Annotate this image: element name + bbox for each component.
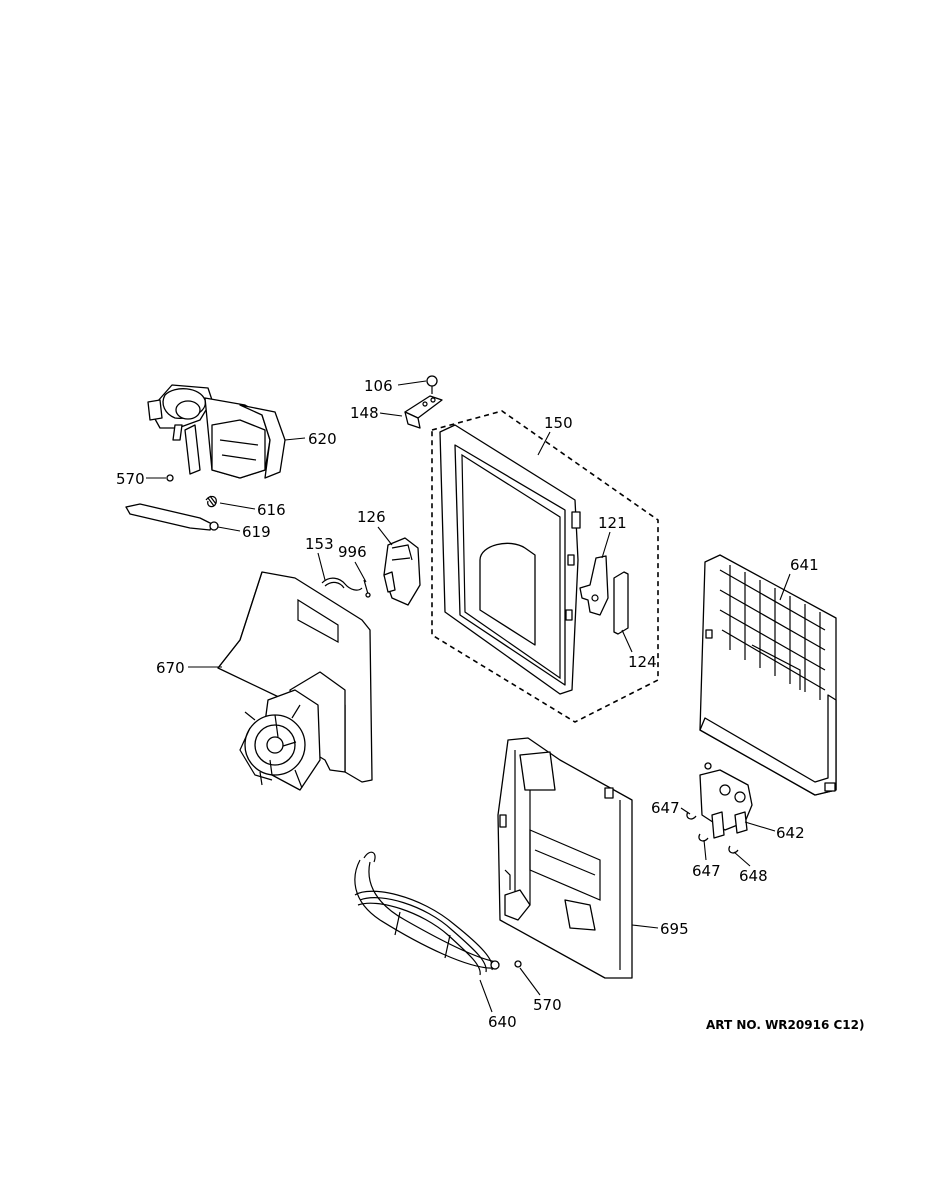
leader-996 (354, 561, 367, 583)
label-126: 126 (357, 508, 386, 526)
feeler-arm-619 (125, 503, 219, 531)
leader-648 (733, 851, 751, 867)
label-996: 996 (338, 543, 367, 561)
label-641: 641 (790, 556, 819, 574)
pin-996 (363, 579, 371, 598)
label-153: 153 (305, 535, 334, 553)
label-124: 124 (628, 653, 657, 671)
spring-153 (321, 577, 363, 591)
housing-695 (497, 737, 633, 979)
leader-126 (377, 526, 393, 546)
label-570a: 570 (116, 470, 145, 488)
label-121: 121 (598, 514, 627, 532)
ice-spring-616 (205, 495, 217, 508)
leader-647a (680, 807, 691, 815)
bracket-148 (404, 395, 443, 429)
leader-124 (621, 629, 633, 653)
label-616: 616 (257, 501, 286, 519)
label-640: 640 (488, 1013, 517, 1031)
leader-148 (379, 412, 403, 417)
cover-641 (699, 554, 837, 796)
paddle-124 (613, 571, 629, 635)
leader-106 (397, 380, 427, 386)
housing-670 (217, 571, 373, 791)
leader-620 (284, 437, 306, 441)
leader-619 (217, 526, 241, 532)
label-570b: 570 (533, 996, 562, 1014)
leader-647b (703, 839, 707, 861)
label-150: 150 (544, 414, 573, 432)
label-647b: 647 (692, 862, 721, 880)
water-valve-642 (699, 762, 753, 839)
art-number: ART NO. WR20916 C12) (706, 1018, 865, 1032)
label-642: 642 (776, 824, 805, 842)
label-695: 695 (660, 920, 689, 938)
lever-121 (579, 555, 609, 616)
leader-695 (631, 924, 659, 929)
leader-642 (744, 821, 776, 832)
leader-640 (479, 979, 493, 1013)
tubing-640 (354, 851, 522, 976)
leader-616 (219, 502, 256, 510)
label-619: 619 (242, 523, 271, 541)
label-648: 648 (739, 867, 768, 885)
leader-641 (779, 573, 791, 601)
screw-106 (426, 375, 438, 394)
label-670: 670 (156, 659, 185, 677)
clips-647-648 (686, 811, 739, 854)
leader-153 (317, 552, 326, 581)
label-106: 106 (364, 377, 393, 395)
label-620: 620 (308, 430, 337, 448)
label-647a: 647 (651, 799, 680, 817)
bracket-126 (383, 537, 421, 606)
leader-570b (519, 967, 541, 996)
dispenser-frame-150 (431, 410, 659, 723)
label-148: 148 (350, 404, 379, 422)
ice-maker-assembly (147, 384, 286, 482)
leader-150 (537, 431, 551, 456)
leader-121 (601, 531, 611, 559)
